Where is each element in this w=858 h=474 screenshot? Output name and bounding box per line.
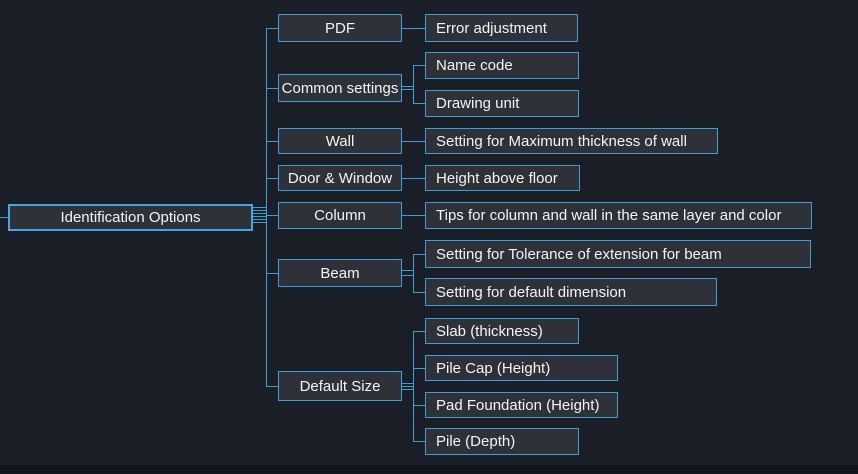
node-height-above-floor[interactable]: Height above floor (425, 165, 580, 191)
connector-line (253, 210, 266, 211)
node-default-size[interactable]: Default Size (278, 371, 402, 401)
window-bottom-edge (0, 465, 858, 474)
connector-line (413, 405, 425, 406)
node-error-adjustment[interactable]: Error adjustment (425, 14, 578, 42)
connector-line (266, 141, 278, 142)
connector-line (266, 386, 278, 387)
connector-line (413, 254, 414, 293)
connector-line (413, 65, 414, 104)
connector-line (402, 275, 413, 276)
connector-line (402, 178, 425, 179)
connector-line (253, 219, 266, 220)
node-pad-foundation-height[interactable]: Pad Foundation (Height) (425, 392, 618, 418)
node-slab-thickness[interactable]: Slab (thickness) (425, 318, 579, 344)
connector-line (402, 383, 413, 384)
connector-line (266, 273, 278, 274)
connector-line (413, 103, 425, 104)
node-name-code[interactable]: Name code (425, 52, 579, 79)
connector-line (266, 178, 278, 179)
node-tips-column-wall-layer-color[interactable]: Tips for column and wall in the same lay… (425, 202, 812, 229)
node-wall[interactable]: Wall (278, 128, 402, 154)
connector-line (402, 215, 425, 216)
connector-line (402, 386, 413, 387)
node-common-settings[interactable]: Common settings (278, 74, 402, 102)
node-identification-options[interactable]: Identification Options (8, 204, 253, 231)
connector-line (266, 88, 278, 89)
connector-line (253, 222, 266, 223)
connector-line (266, 28, 267, 387)
connector-line (413, 65, 425, 66)
connector-line (402, 141, 425, 142)
node-door-window[interactable]: Door & Window (278, 165, 402, 191)
connector-line (413, 331, 425, 332)
connector-line (253, 207, 266, 208)
connector-line (402, 86, 413, 87)
node-drawing-unit[interactable]: Drawing unit (425, 90, 579, 117)
node-pile-cap-height[interactable]: Pile Cap (Height) (425, 355, 618, 381)
node-beam[interactable]: Beam (278, 259, 402, 287)
connector-line (402, 89, 413, 90)
node-tolerance-extension-beam[interactable]: Setting for Tolerance of extension for b… (425, 240, 811, 268)
connector-line (413, 331, 414, 442)
connector-line (402, 270, 413, 271)
connector-line (413, 368, 425, 369)
connector-line (402, 28, 425, 29)
node-pile-depth[interactable]: Pile (Depth) (425, 428, 579, 455)
node-pdf[interactable]: PDF (278, 14, 402, 42)
connector-line (266, 28, 278, 29)
connector-line (413, 441, 425, 442)
connector-line (0, 217, 8, 218)
connector-line (402, 389, 413, 390)
connector-line (413, 292, 425, 293)
node-max-thickness-wall[interactable]: Setting for Maximum thickness of wall (425, 128, 718, 154)
node-column[interactable]: Column (278, 202, 402, 229)
connector-line (253, 213, 266, 214)
connector-line (266, 215, 278, 216)
connector-line (253, 216, 266, 217)
node-default-dimension[interactable]: Setting for default dimension (425, 278, 717, 306)
connector-line (413, 254, 425, 255)
